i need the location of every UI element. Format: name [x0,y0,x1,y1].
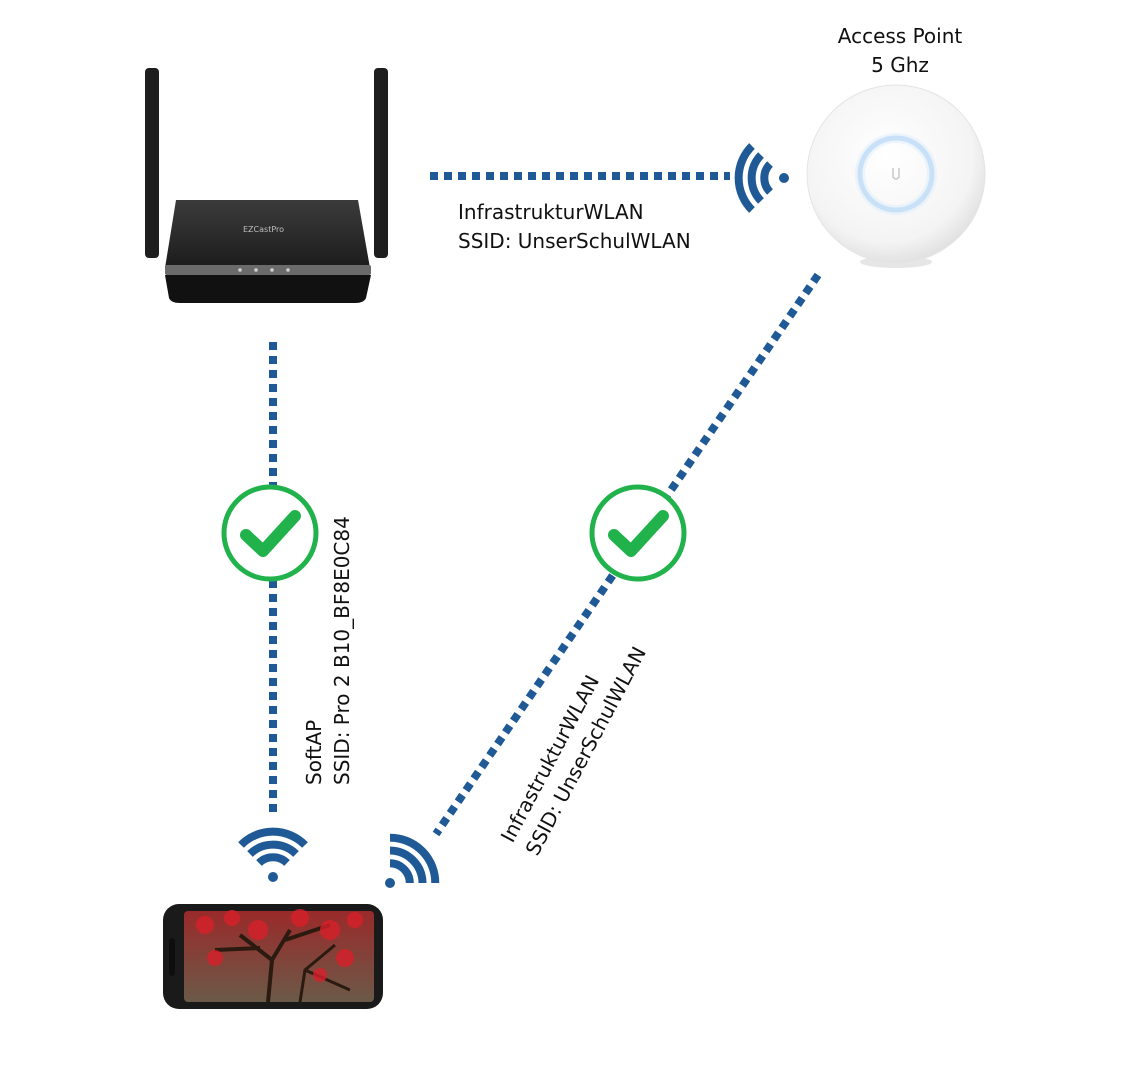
wifi-icon-phone-softap [238,827,308,882]
link-router-ap-label-line2: SSID: UnserSchulWLAN [458,229,691,253]
link-router-phone-label-line2: SSID: Pro 2 B10_BF8E0C84 [330,516,354,785]
access-point-title: Access Point 5 Ghz [820,22,980,80]
phone-camera-notch [169,938,175,976]
link-router-phone-label: SoftAP SSID: Pro 2 B10_BF8E0C84 [300,516,356,785]
link-router-ap-label: InfrastrukturWLAN SSID: UnserSchulWLAN [458,198,691,256]
check-icon [608,510,669,557]
access-point-body [806,84,986,264]
wifi-icon-access-point [734,143,789,213]
link-router-ap-label-line1: InfrastrukturWLAN [458,200,644,224]
smartphone [163,904,383,1009]
router: EZCastPro [145,68,388,303]
wifi-icon-phone-infra [385,833,440,888]
phone-screen-tree [214,923,351,1003]
router-antenna-right [374,68,388,258]
link-router-phone-label-line1: SoftAP [302,719,326,785]
router-antenna-left [145,68,159,258]
router-front-strip [165,265,371,275]
phone-screen-leaves [196,909,363,982]
check-icon [240,510,301,557]
router-top [165,200,370,268]
router-base [165,275,371,303]
router-brand: EZCastPro [243,225,284,234]
access-point-logo [892,168,900,180]
access-point [806,84,986,268]
router-leds [238,268,290,272]
check-ap-phone [589,484,687,582]
access-point-title-line1: Access Point [837,24,963,48]
access-point-title-line2: 5 Ghz [871,53,929,77]
check-router-phone [221,484,319,582]
